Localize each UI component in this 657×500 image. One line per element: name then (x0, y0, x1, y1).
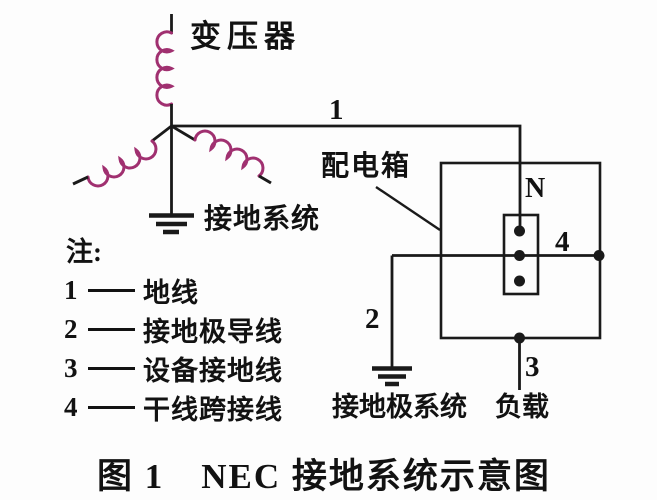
wire-2-label: 2 (365, 303, 380, 335)
legend-dash (88, 328, 135, 331)
distribution-box-label: 配电箱 (321, 151, 412, 182)
legend-item-4: 4 干线跨接线 (64, 388, 283, 427)
load-label: 负载 (495, 392, 549, 422)
wire-4-label: 4 (555, 226, 570, 258)
legend-item-number: 3 (64, 353, 78, 383)
legend-item-label: 接地极导线 (143, 317, 283, 347)
legend-title: 注: (66, 237, 102, 267)
transformer-coil-right (193, 129, 265, 178)
wire-1-label: 1 (329, 94, 344, 126)
figure-caption: 图 1 NEC 接地系统示意图 (97, 457, 551, 496)
grounding-system-label: 接地系统 (204, 204, 321, 235)
wye-left-end-stub (72, 175, 89, 186)
legend-item-number: 1 (64, 275, 78, 305)
transformer-coil-vertical (155, 30, 175, 107)
ground-symbol-electrode (372, 366, 412, 387)
wire-3-label: 3 (525, 351, 540, 383)
transformer-label: 变压器 (190, 19, 301, 54)
distribution-box-leader-line (375, 186, 441, 231)
legend-item-label: 地线 (143, 278, 199, 308)
legend-item-label: 设备接地线 (143, 356, 283, 386)
legend-dash (88, 406, 135, 409)
legend-item-number: 4 (64, 392, 78, 422)
electrode-system-label: 接地极系统 (332, 392, 467, 422)
wye-right-end-stub (258, 174, 272, 185)
junction-dot-box-bottom (514, 332, 525, 344)
bus-terminal-dot-top (514, 225, 525, 237)
legend: 1 地线 2 接地极导线 3 设备接地线 4 干线跨接线 (64, 271, 283, 427)
bus-terminal-dot-bottom (514, 275, 525, 287)
transformer-coil-left (86, 139, 158, 188)
legend-item-number: 2 (64, 314, 78, 344)
ground-symbol-transformer (149, 213, 194, 235)
legend-item-3: 3 设备接地线 (64, 349, 283, 388)
junction-dot-box-right (593, 250, 605, 261)
legend-dash (88, 289, 135, 292)
bus-terminal-dot-middle (514, 250, 525, 261)
legend-item-label: 干线跨接线 (143, 395, 283, 425)
legend-item-2: 2 接地极导线 (64, 310, 283, 349)
legend-dash (88, 367, 135, 370)
wye-right-lead (170, 124, 196, 142)
neutral-bus-label: N (525, 173, 546, 204)
wye-left-lead (151, 124, 173, 143)
wire-1 (171, 124, 522, 231)
legend-item-1: 1 地线 (64, 271, 283, 310)
